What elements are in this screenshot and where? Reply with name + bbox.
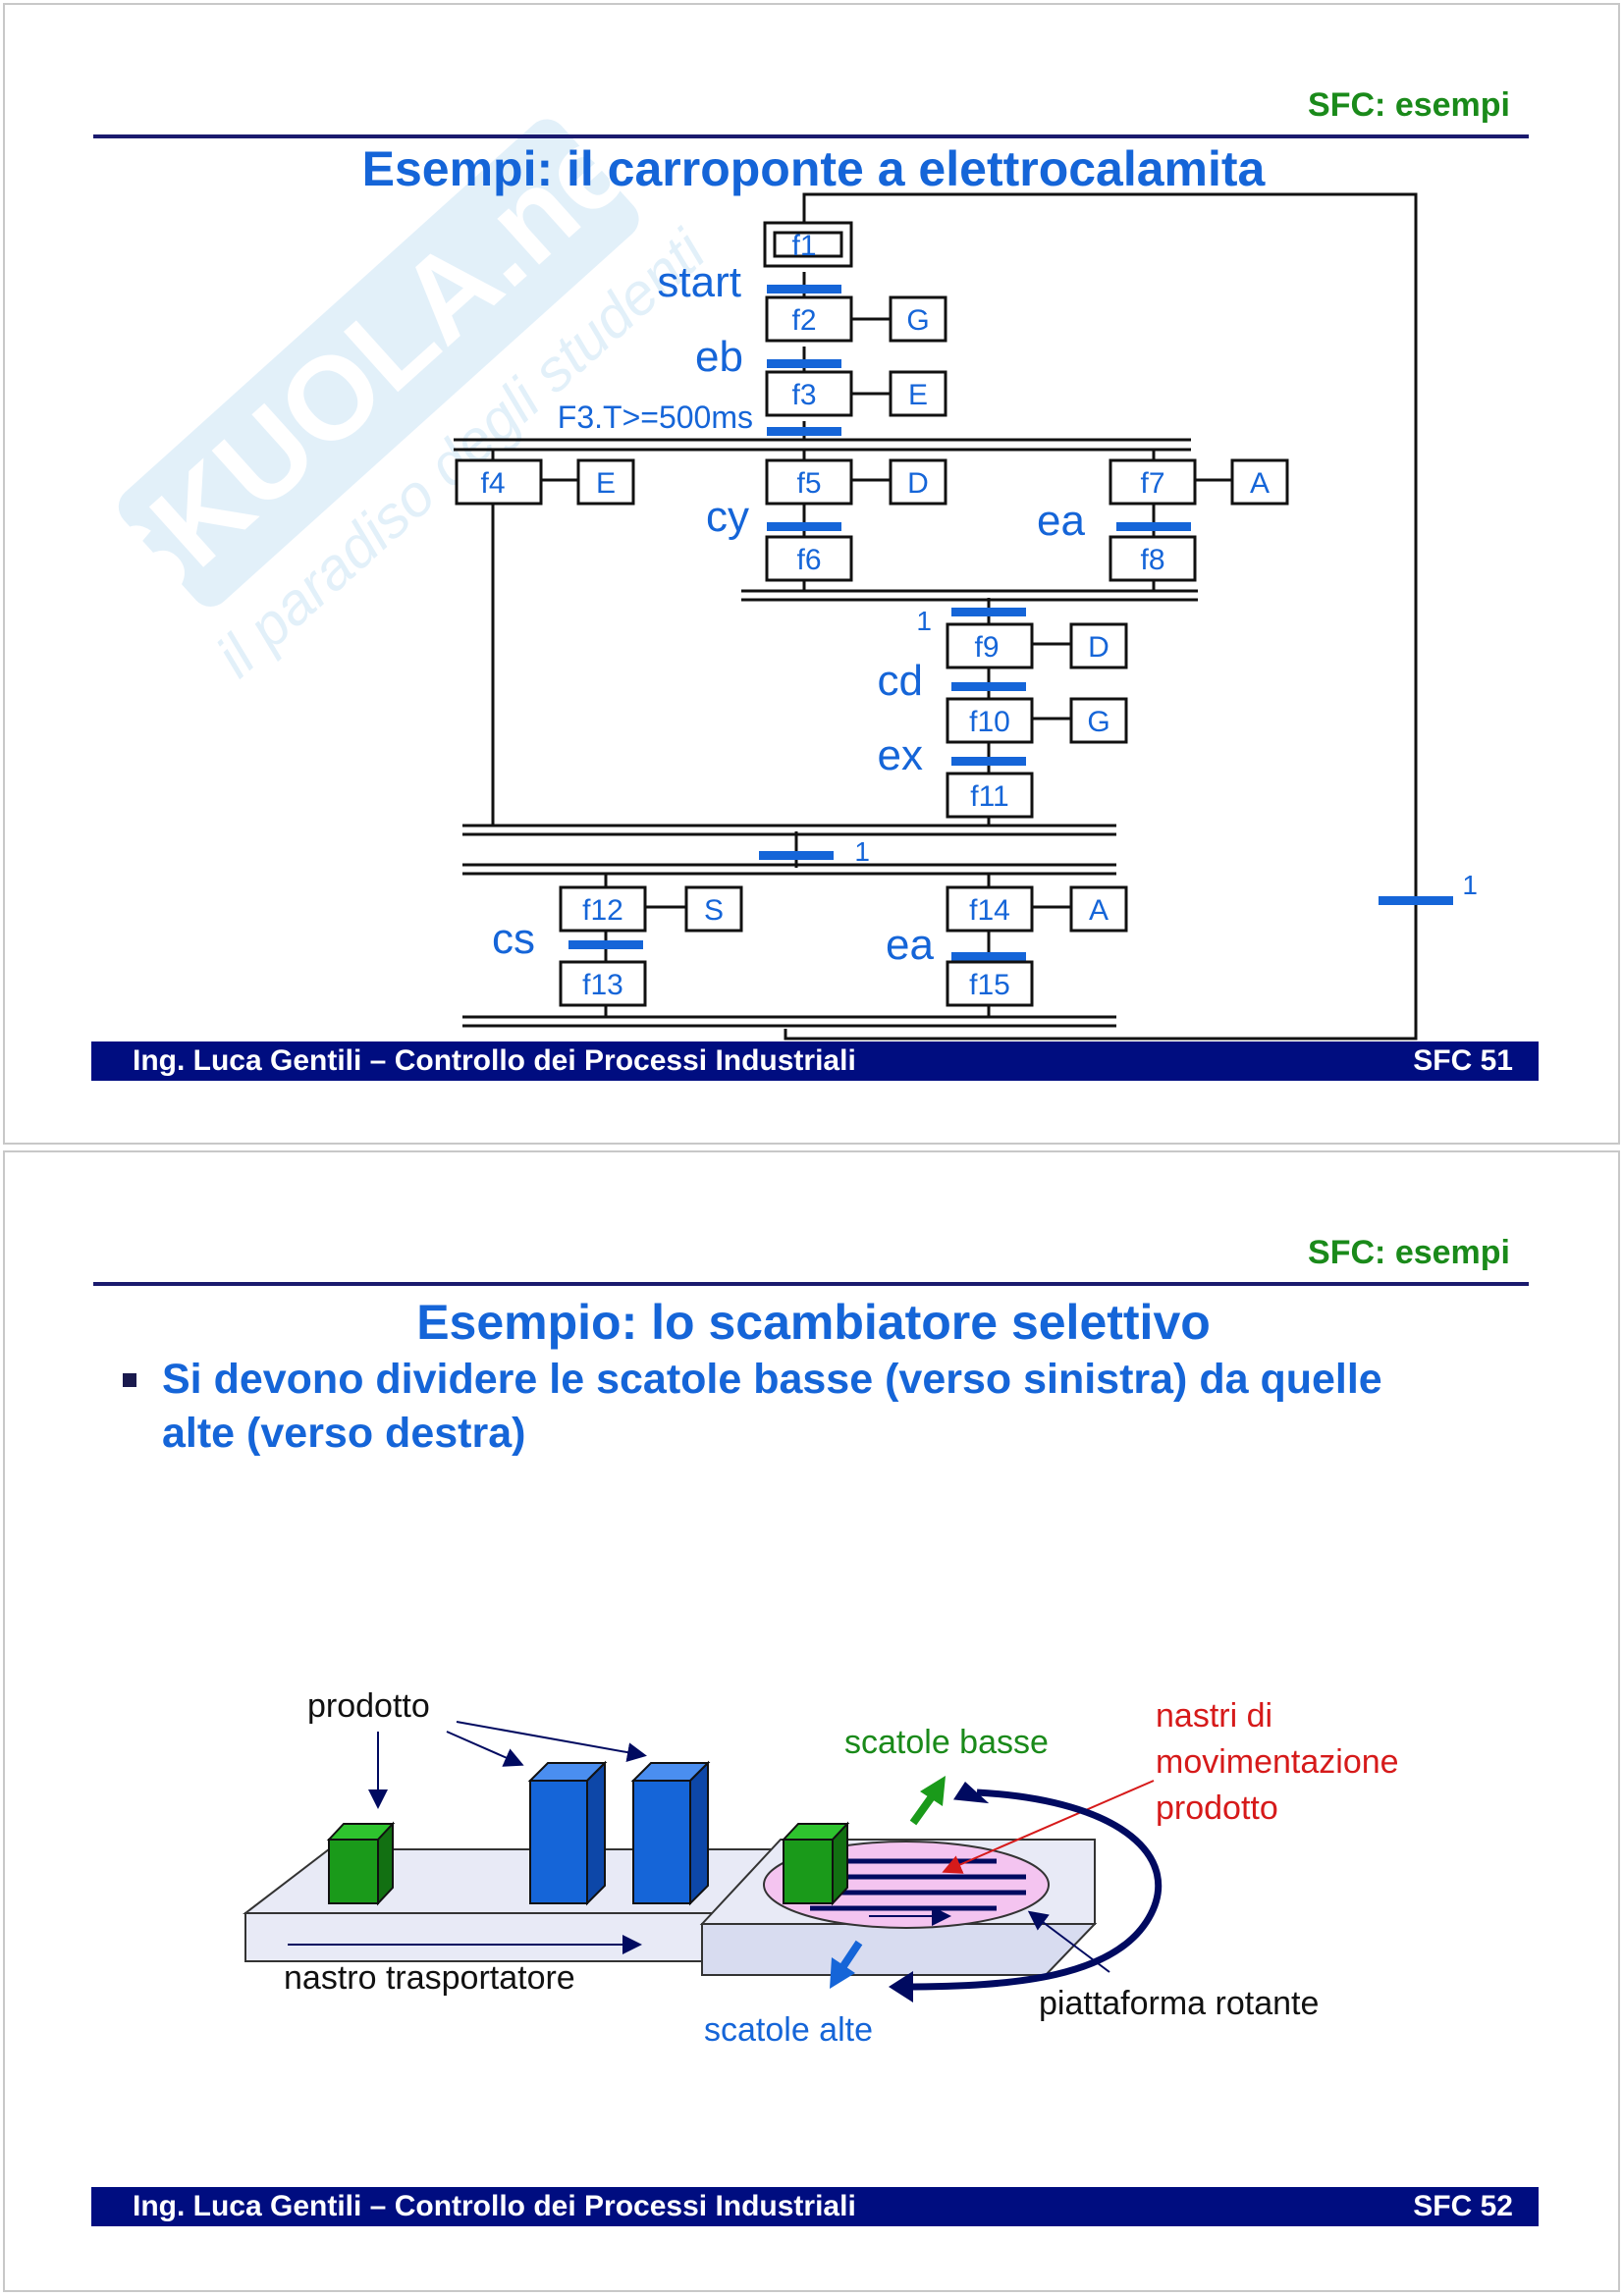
blue-direction-arrow	[830, 1940, 863, 1989]
transition-bar	[951, 952, 1026, 961]
transition-bar	[1116, 522, 1191, 531]
footer-bar: Ing. Luca Gentili – Controllo dei Proces…	[91, 2187, 1539, 2226]
transition-1-back: 1	[1462, 870, 1478, 900]
transition-1-f9: 1	[916, 606, 932, 636]
blue-box-1	[527, 1760, 608, 1906]
bullet-square	[123, 1373, 136, 1387]
action-f10: G	[1087, 706, 1109, 738]
header-rule	[93, 134, 1529, 138]
transition-cs: cs	[492, 915, 535, 963]
sfc-diagram: f1 f2 f3 f4 f5 f7 f6 f8 f9 f10 f11 f12 f…	[454, 192, 1478, 1041]
slide-title: Esempi: il carroponte a elettrocalamita	[361, 141, 1266, 196]
green-box-2	[781, 1821, 850, 1906]
slide-title: Esempio: lo scambiatore selettivo	[416, 1295, 1211, 1350]
label-prodotto: prodotto	[307, 1687, 430, 1725]
step-f8: f8	[1140, 544, 1164, 576]
step-f3: f3	[791, 379, 816, 411]
pointer-arrow	[446, 1731, 524, 1767]
transition-bar	[951, 757, 1026, 766]
step-f14: f14	[969, 894, 1010, 927]
slide-52: SFC: esempi Esempio: lo scambiatore sele…	[3, 1150, 1620, 2292]
slide-51: SKUOLA.net il paradiso degli studenti SF…	[3, 3, 1620, 1145]
action-f3: E	[908, 379, 928, 411]
action-f9: D	[1088, 631, 1109, 664]
step-f4: f4	[480, 467, 505, 500]
footer-page: SFC 52	[1413, 2190, 1513, 2222]
step-f15: f15	[969, 969, 1010, 1001]
red-pointer-arrow	[942, 1780, 1155, 1874]
step-f13: f13	[582, 969, 623, 1001]
transition-1-f11: 1	[854, 836, 870, 867]
step-f6: f6	[796, 544, 821, 576]
header-rule	[93, 1282, 1529, 1286]
step-f10: f10	[969, 706, 1010, 738]
transition-bar	[767, 427, 841, 436]
transition-bar	[767, 522, 841, 531]
transition-bar	[767, 285, 841, 294]
pointer-arrow	[456, 1721, 647, 1763]
step-f9: f9	[974, 631, 999, 664]
step-f11: f11	[970, 780, 1008, 813]
transition-bar	[951, 682, 1026, 691]
footer-author: Ing. Luca Gentili – Controllo dei Proces…	[133, 1044, 856, 1077]
rotating-platform	[699, 1839, 1098, 1976]
action-f12: S	[704, 894, 724, 927]
green-box-1	[326, 1821, 396, 1906]
label-scatole-basse: scatole basse	[844, 1724, 1049, 1761]
transition-cy: cy	[706, 493, 749, 541]
bullet-line-1: Si devono dividere le scatole basse (ver…	[162, 1356, 1382, 1403]
bullet-line-2: alte (verso destra)	[162, 1410, 526, 1457]
footer-page: SFC 51	[1413, 1044, 1513, 1077]
section-label: SFC: esempi	[1308, 86, 1510, 124]
section-label: SFC: esempi	[1308, 1234, 1510, 1271]
transition-ea: ea	[1037, 497, 1085, 545]
step-f5: f5	[796, 467, 821, 500]
transition-bar	[1379, 896, 1453, 905]
label-scatole-alte: scatole alte	[704, 2011, 873, 2049]
footer-bar: Ing. Luca Gentili – Controllo dei Proces…	[91, 1041, 1539, 1081]
transition-bar	[568, 940, 643, 949]
label-piattaforma-rotante: piattaforma rotante	[1039, 1985, 1319, 2022]
step-f7: f7	[1140, 467, 1164, 500]
step-f2: f2	[791, 304, 816, 337]
step-f12: f12	[582, 894, 623, 927]
label-nastri-2: movimentazione	[1156, 1743, 1399, 1781]
action-f2: G	[906, 304, 929, 337]
action-f5: D	[907, 467, 929, 500]
exchanger-illustration: prodotto scatole basse nastri di movimen…	[243, 1687, 1399, 2049]
transition-eb: eb	[695, 333, 743, 381]
transition-cd: cd	[878, 657, 923, 705]
transition-bar	[951, 608, 1026, 616]
step-f1: f1	[791, 230, 816, 262]
transition-ea-f14: ea	[886, 921, 934, 969]
transition-f3-timer: F3.T>=500ms	[558, 400, 753, 435]
green-direction-arrow	[909, 1776, 946, 1826]
transition-bar	[759, 851, 834, 860]
transition-bar	[767, 359, 841, 368]
blue-box-2	[630, 1760, 711, 1906]
label-nastri-1: nastri di	[1156, 1697, 1272, 1735]
action-f14: A	[1089, 894, 1109, 927]
transition-ex: ex	[878, 731, 923, 779]
rotation-arrow	[902, 1789, 1163, 1991]
action-f7: A	[1250, 467, 1270, 500]
label-nastro-trasportatore: nastro trasportatore	[284, 1959, 575, 1997]
action-f4: E	[596, 467, 616, 500]
label-nastri-3: prodotto	[1156, 1789, 1278, 1827]
transition-start: start	[657, 258, 741, 306]
footer-author: Ing. Luca Gentili – Controllo dei Proces…	[133, 2190, 856, 2222]
